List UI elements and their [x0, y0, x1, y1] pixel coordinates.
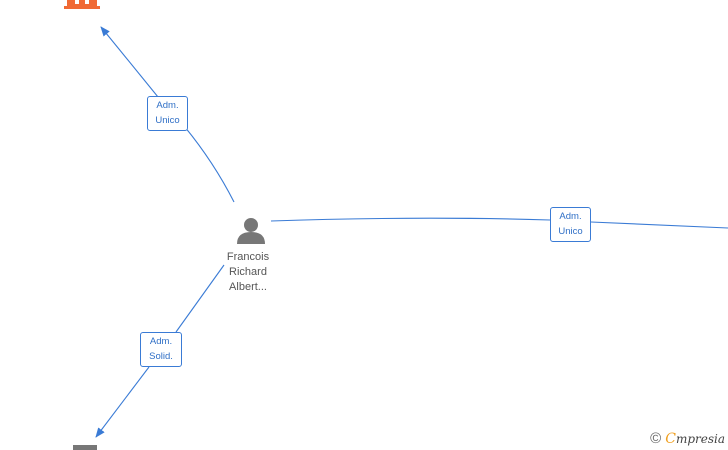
person-name-line: Albert...: [229, 281, 267, 293]
edge-to-bottom-company-arrow: [95, 366, 150, 438]
person-icon[interactable]: [237, 218, 265, 244]
edge-to-right-company[interactable]: [270, 217, 551, 222]
brand-logo-rest: mpresia: [675, 432, 725, 446]
person-name-line: Francois: [226, 251, 270, 263]
role-label-adm-unico-right[interactable]: Adm. Unico: [550, 207, 591, 242]
person-name-line: Richard: [229, 266, 267, 278]
role-label-line: Adm.: [559, 211, 582, 222]
role-label-line: Unico: [558, 226, 583, 237]
brand-logo[interactable]: Cmpresia: [665, 431, 725, 447]
role-label-line: Solid.: [149, 351, 173, 362]
copyright-icon: ©: [650, 430, 662, 447]
building-icon[interactable]: [73, 445, 97, 450]
edge-to-top-company-arrow: [100, 26, 159, 98]
edge-to-right-company-tail: [590, 221, 728, 229]
role-label-line: Adm.: [156, 100, 179, 111]
role-label-adm-unico-top[interactable]: Adm. Unico: [147, 96, 188, 131]
role-label-line: Adm.: [149, 336, 173, 347]
person-name[interactable]: Francois Richard Albert...: [213, 250, 283, 295]
footer-branding: © Cmpresia: [650, 430, 725, 448]
role-label-line: Unico: [155, 115, 180, 126]
role-label-adm-solid[interactable]: Adm. Solid.: [140, 332, 182, 367]
building-window-icon: [75, 0, 89, 4]
brand-logo-initial: C: [665, 431, 676, 447]
edge-to-bottom-company[interactable]: [175, 264, 225, 333]
building-icon[interactable]: [64, 0, 100, 9]
